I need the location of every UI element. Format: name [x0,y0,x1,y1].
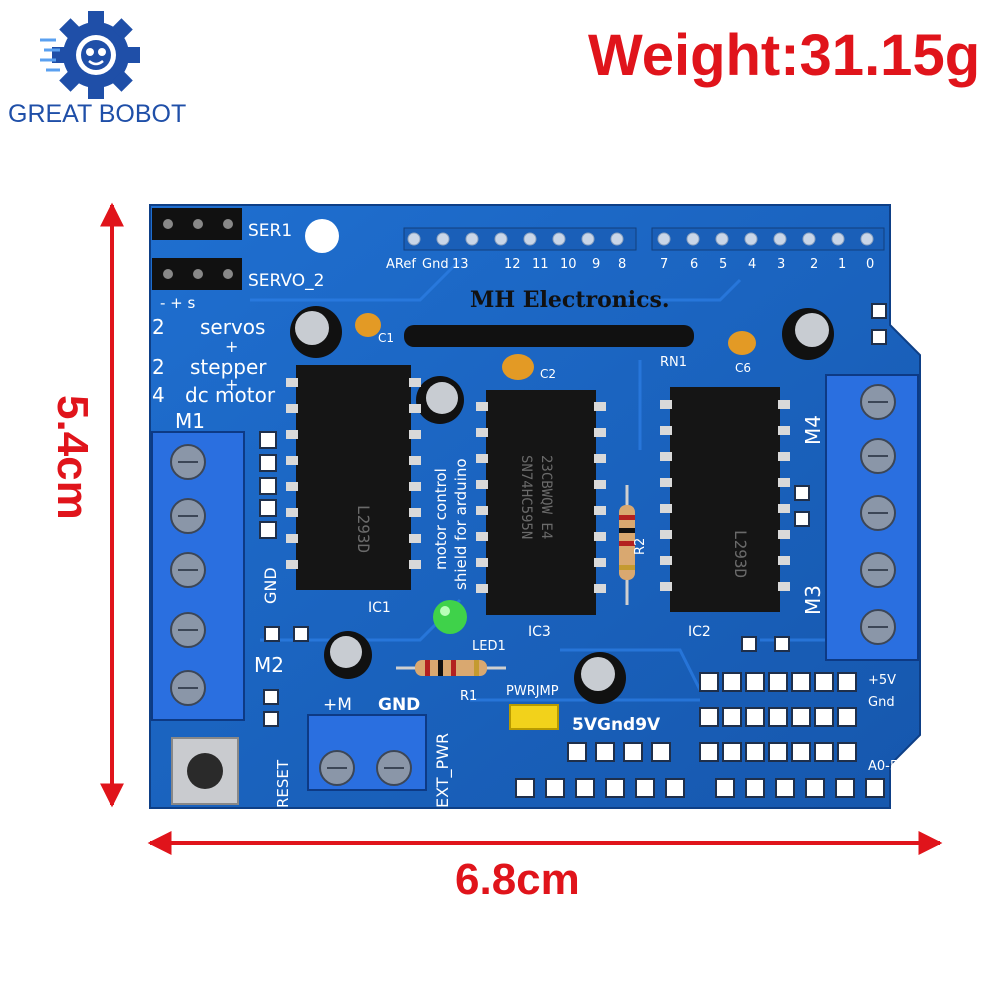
power-jumper [509,704,559,730]
silkscreen-label: Gnd [422,257,449,272]
silkscreen-label: 3 [777,257,785,272]
feature-name: dc motor [185,383,276,407]
c1-label: C1 [378,331,394,345]
chip-ic2: L293D [660,387,790,612]
width-dimension-label: 6.8cm [455,855,580,904]
rn1-label: RN1 [660,355,687,370]
silkscreen-label: 5 [719,257,727,272]
digital-header-pins [403,227,885,251]
plus-m-label: +M [323,695,352,715]
terminal-block-m1-m2 [151,431,245,721]
gnd-side-label: GND [261,567,280,604]
analog-pin-grid [515,672,885,798]
silkscreen-label: 4 [748,257,756,272]
ceramic-capacitor [728,331,756,355]
feature-count: 2 [152,315,165,339]
silkscreen-label: 12 [504,257,521,272]
ser1-label: SER1 [248,221,292,241]
silkscreen-label: 6 [690,257,698,272]
digital-labels: ARef Gnd 13 12 11 10 9 8 7 6 5 4 3 2 1 0 [386,257,874,272]
silkscreen-label: 2 [810,257,818,272]
silkscreen-label: 0 [866,257,874,272]
feature-name: stepper [190,355,267,379]
silkscreen-label: 10 [560,257,577,272]
m4-label: M4 [801,415,825,445]
ic3-label: IC3 [528,624,551,640]
resistor-r1 [396,660,506,676]
reset-button [171,737,239,805]
silkscreen-label: 1 [838,257,846,272]
silkscreen-label: 8 [618,257,626,272]
feature-plus: + [225,337,238,356]
ic1-label: IC1 [368,600,391,616]
resistor-network [404,325,694,347]
electrolytic-capacitor [782,308,834,360]
m2-label: M2 [254,653,284,677]
c6-label: C6 [735,361,751,375]
board-title-line1: motor control [432,468,450,570]
chip-ic1: L293D [286,365,421,590]
gear-robot-logo-icon [40,11,140,99]
feature-plus: + [225,375,238,394]
ceramic-capacitor [502,354,534,380]
r2-label: R2 [633,538,648,555]
ext-pwr-label: EXT_PWR [433,733,453,808]
silkscreen-label: L293D [731,530,750,578]
c2-label: C2 [540,367,556,381]
maker-label: MH Electronics. [470,287,670,313]
feature-count: 2 [152,355,165,379]
m3-label: M3 [801,585,825,615]
servo2-label: SERVO_2 [248,271,324,291]
silkscreen-label: 11 [532,257,549,272]
gnd2-label: Gnd [868,695,895,710]
chip-ic3: 23CBWQW E4 SN74HC595N [476,390,606,615]
silkscreen-label: SN74HC595N [518,455,534,539]
servo-header-servo2 [152,258,242,290]
silkscreen-label: 13 [452,257,469,272]
led-light [433,600,467,634]
height-dimension-label: 5.4cm [48,395,97,520]
feature-name: servos [200,315,265,339]
resistor-r2 [619,485,635,605]
silkscreen-label: 7 [660,257,668,272]
solder-pads [259,303,887,727]
brand-name: GREAT BOBOT [8,100,187,128]
board-title-line2: shield for arduino [452,458,470,590]
electrolytic-capacitor [324,631,372,679]
feature-count: 4 [152,383,165,407]
electrolytic-capacitor [290,306,342,358]
m1-label: M1 [175,409,205,433]
weight-label: Weight:31.15g [588,23,981,88]
mounting-hole [305,219,339,253]
reset-label: RESET [274,759,292,808]
plus5v-label: +5V [868,673,896,688]
pwrjmp-label: PWRJMP [506,684,559,699]
ceramic-capacitor [355,313,381,337]
silkscreen-label: L293D [354,505,373,553]
terminal-block-m3-m4 [825,374,919,661]
pin-signs-label: - + s [160,294,196,312]
electrolytic-capacitor [574,652,626,704]
terminal-block-power [307,714,427,791]
silkscreen-label: ARef [386,257,416,272]
servo-header-ser1 [152,208,242,240]
gnd-power-label: GND [378,695,420,715]
silkscreen-label: 23CBWQW E4 [538,455,554,539]
r1-label: R1 [460,689,477,704]
ic2-label: IC2 [688,624,711,640]
jumper-options-label: 5VGnd9V [572,715,661,735]
electrolytic-capacitor [416,376,464,424]
silkscreen-label: 9 [592,257,600,272]
led1-label: LED1 [472,639,506,654]
analog-label: A0-5 [868,759,898,774]
